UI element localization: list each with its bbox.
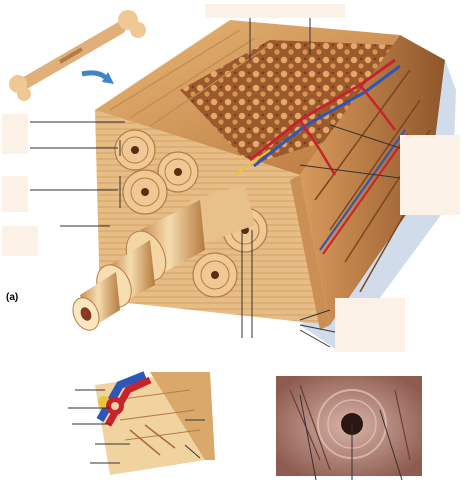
telescoping-osteon xyxy=(72,185,255,331)
micrograph-leader-lines xyxy=(299,394,403,481)
panel-label-a: (a) xyxy=(6,292,18,303)
zoom-arrow-head xyxy=(102,72,114,84)
long-bone-icon xyxy=(9,10,146,101)
blood-vessels xyxy=(234,58,409,255)
label-blanks xyxy=(2,4,460,352)
leader-lines xyxy=(30,18,401,348)
spongy-bone-region xyxy=(180,40,395,165)
micrograph-icon xyxy=(276,376,422,476)
detail-leader-lines xyxy=(68,389,205,464)
osteon-rings xyxy=(114,129,268,298)
osteon-detail-icon xyxy=(95,371,215,475)
